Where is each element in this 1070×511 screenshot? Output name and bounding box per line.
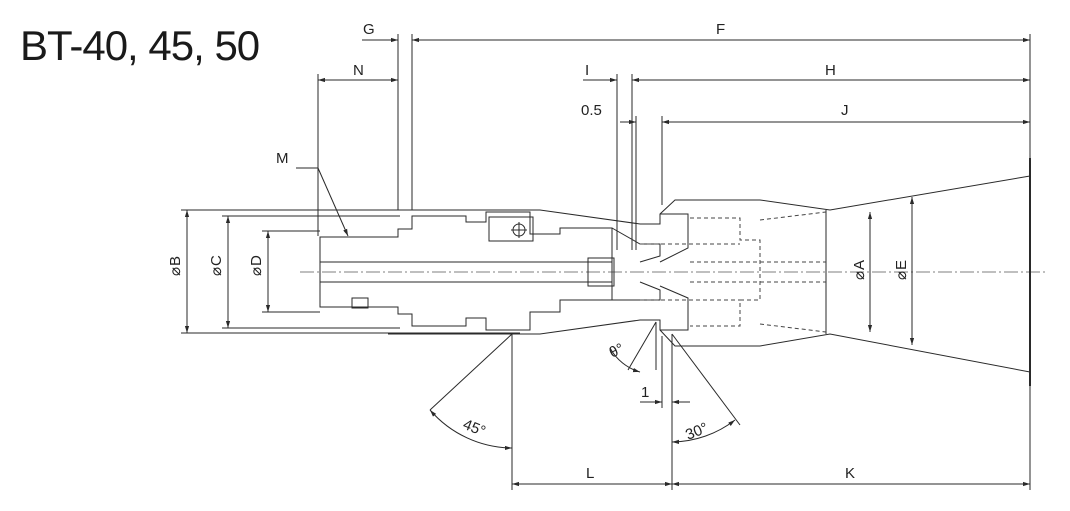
- label-f: F: [716, 21, 725, 38]
- label-c: C: [208, 255, 225, 266]
- diameter-e-symbol: ⌀: [893, 271, 910, 280]
- diameter-b-symbol: ⌀: [167, 267, 184, 276]
- label-e: E: [893, 260, 910, 270]
- arc-theta: [609, 347, 641, 373]
- drawing-title: BT-40, 45, 50: [20, 22, 260, 69]
- label-angle-theta: θ°: [607, 340, 627, 361]
- label-one: 1: [641, 384, 649, 401]
- label-h: H: [825, 62, 836, 79]
- label-k: K: [845, 465, 855, 482]
- label-d: D: [248, 255, 265, 266]
- label-b: B: [167, 256, 184, 266]
- label-m: M: [276, 150, 289, 167]
- label-j: J: [841, 102, 849, 119]
- arc-30: [671, 419, 736, 445]
- label-a: A: [851, 260, 868, 270]
- pull-stud: [319, 211, 613, 331]
- label-i: I: [585, 62, 589, 79]
- label-gap: 0.5: [581, 102, 602, 119]
- diameter-c-symbol: ⌀: [208, 267, 225, 276]
- label-n: N: [353, 62, 364, 79]
- diameter-a-symbol: ⌀: [851, 271, 868, 280]
- label-l: L: [586, 465, 594, 482]
- taper-shank: [388, 175, 1031, 225]
- label-g: G: [363, 21, 375, 38]
- arc-45: [429, 409, 513, 451]
- diameter-d-symbol: ⌀: [248, 267, 265, 276]
- label-angle-30: 30°: [683, 419, 710, 443]
